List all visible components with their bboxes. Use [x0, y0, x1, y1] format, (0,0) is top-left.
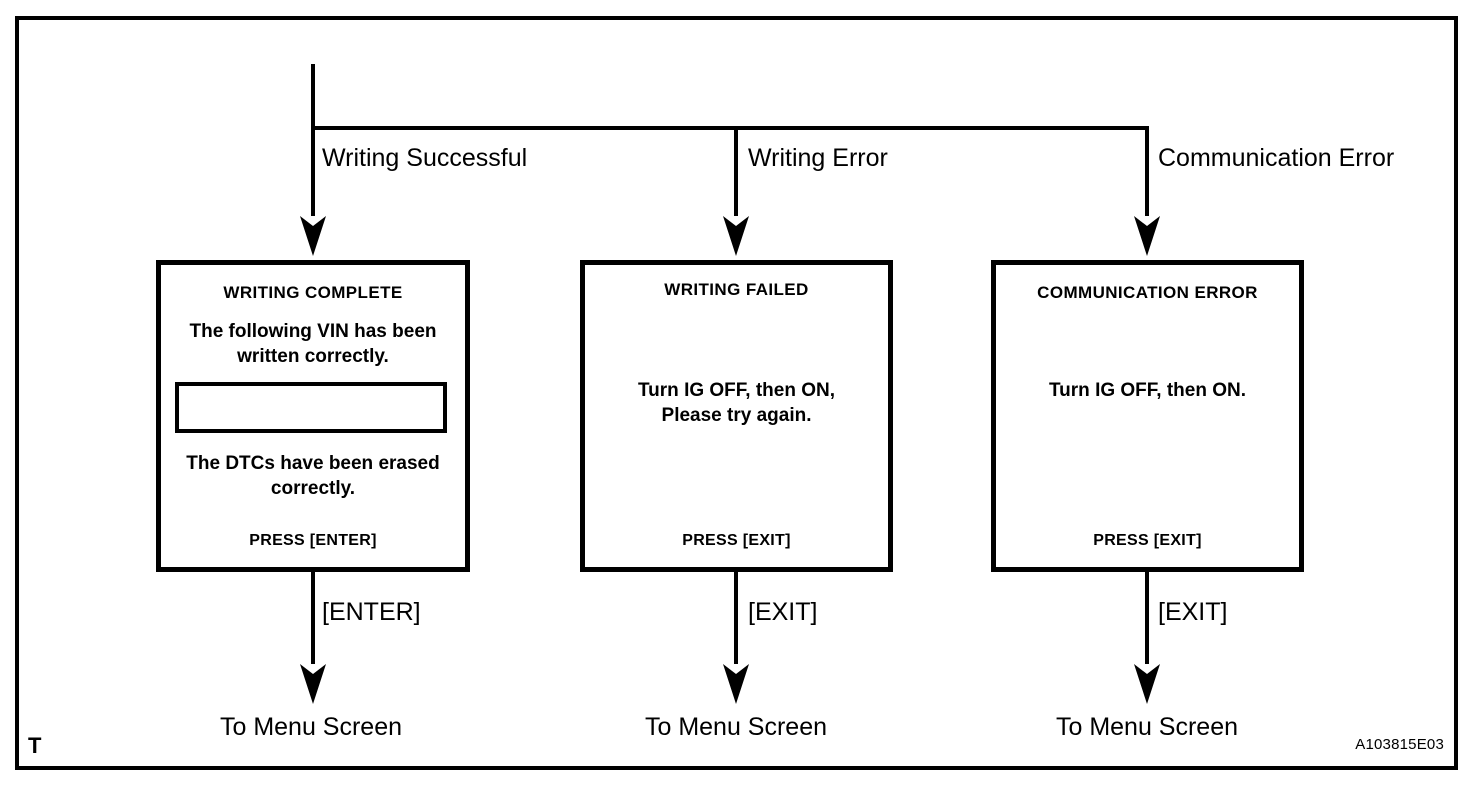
screen-message-dtc-erased: The DTCs have been erased correctly.: [186, 453, 440, 500]
key-label-exit-communication-error: [EXIT]: [1158, 598, 1228, 626]
screen-title-writing-failed: WRITING FAILED: [664, 280, 809, 299]
branch-label-communication-error: Communication Error: [1158, 144, 1395, 172]
screen-message-retry-instruction: Turn IG OFF, then ON, Please try again.: [637, 380, 836, 427]
exit-1-arrowhead-icon: [300, 664, 326, 704]
exit-3-arrowhead-icon: [1134, 664, 1160, 704]
branch-1-arrowhead-icon: [300, 216, 326, 256]
terminal-label-menu-screen-2: To Menu Screen: [644, 713, 828, 741]
key-label-exit-writing-failed: [EXIT]: [748, 598, 818, 626]
screen-footer-press-exit-writing-failed: PRESS [EXIT]: [682, 532, 791, 549]
branch-3-drop-line: [1145, 126, 1149, 216]
figure-id-code: A103815E03: [1355, 736, 1444, 753]
screen-footer-press-enter: PRESS [ENTER]: [249, 532, 377, 549]
exit-1-line: [311, 572, 315, 664]
screen-footer-press-exit-communication-error: PRESS [EXIT]: [1093, 532, 1202, 549]
terminal-label-menu-screen-1: To Menu Screen: [219, 713, 403, 741]
branch-3-arrowhead-icon: [1134, 216, 1160, 256]
screen-message-vin-written: The following VIN has been written corre…: [189, 321, 437, 368]
exit-3-line: [1145, 572, 1149, 664]
branch-1-drop-line: [311, 126, 315, 216]
entry-stem-line: [311, 64, 315, 128]
screen-box-writing-complete: WRITING COMPLETE The following VIN has b…: [156, 260, 470, 572]
exit-2-arrowhead-icon: [723, 664, 749, 704]
screen-box-writing-failed: WRITING FAILED Turn IG OFF, then ON, Ple…: [580, 260, 893, 572]
screen-title-communication-error: COMMUNICATION ERROR: [1037, 283, 1258, 302]
terminal-label-menu-screen-3: To Menu Screen: [1055, 713, 1239, 741]
corner-mark-t: T: [28, 733, 42, 758]
branch-2-arrowhead-icon: [723, 216, 749, 256]
branch-label-writing-error: Writing Error: [748, 144, 888, 172]
vin-value-field[interactable]: [175, 382, 447, 433]
screen-box-communication-error: COMMUNICATION ERROR Turn IG OFF, then ON…: [991, 260, 1304, 572]
key-label-enter: [ENTER]: [322, 598, 421, 626]
screen-title-writing-complete: WRITING COMPLETE: [223, 283, 403, 302]
screen-message-ig-cycle-instruction: Turn IG OFF, then ON.: [1048, 380, 1247, 401]
exit-2-line: [734, 572, 738, 664]
branch-label-writing-successful: Writing Successful: [322, 144, 528, 172]
branch-distribution-bar: [311, 126, 1147, 130]
branch-2-drop-line: [734, 126, 738, 216]
